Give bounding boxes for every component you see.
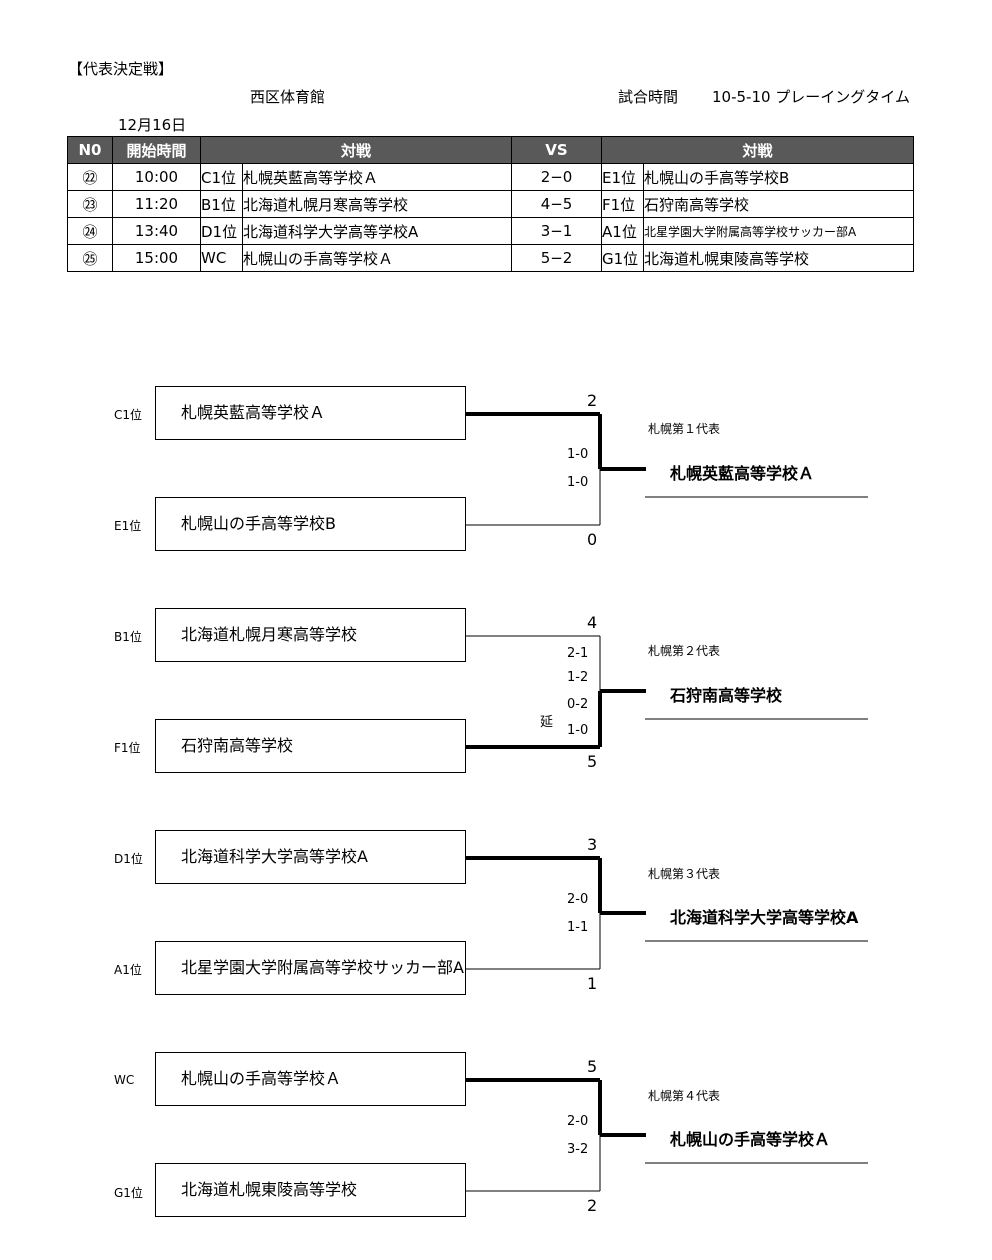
- match-number: ㉒: [67, 163, 113, 191]
- bracket-seed-top: C1位: [114, 408, 143, 422]
- period-score: 1-0: [567, 447, 589, 462]
- winner-name: 北海道科学大学高等学校A: [670, 908, 859, 927]
- schedule-header-row: N0 開始時間 対戦 VS 対戦: [67, 136, 915, 164]
- bracket-team-bottom: 北海道札幌東陵高等学校: [155, 1163, 466, 1217]
- bracket-team-top: 北海道科学大学高等学校A: [155, 830, 466, 884]
- match-score: 4−5: [511, 190, 603, 218]
- bracket-seed-bottom: G1位: [114, 1186, 143, 1200]
- winner-name: 石狩南高等学校: [670, 686, 783, 705]
- period-score: 1-0: [567, 475, 589, 490]
- match-time-label: 試合時間: [618, 88, 679, 106]
- match-date: 12月16日: [118, 116, 187, 134]
- period-score: 3-2: [567, 1142, 589, 1157]
- venue: 西区体育館: [250, 88, 326, 106]
- period-score: 2-1: [567, 646, 589, 661]
- team-2: 北海道札幌東陵高等学校: [643, 244, 915, 272]
- bracket-score-top: 5: [587, 1057, 598, 1076]
- seed-1: C1位: [200, 163, 243, 191]
- seed-2: G1位: [601, 244, 645, 272]
- bracket-seed-top: B1位: [114, 630, 142, 644]
- extra-time-label: 延: [540, 715, 554, 730]
- seed-1: WC: [200, 244, 243, 272]
- bracket-score-bottom: 0: [587, 530, 598, 549]
- team-1: 北海道科学大学高等学校A: [241, 217, 513, 245]
- section-title: 【代表決定戦】: [68, 60, 174, 78]
- period-score: 2-0: [567, 1114, 589, 1129]
- bracket-seed-top: WC: [114, 1073, 135, 1087]
- bracket-team-bottom: 石狩南高等学校: [155, 719, 466, 773]
- match-time-value: 10-5-10 プレーイングタイム: [712, 88, 911, 106]
- representative-label: 札幌第２代表: [648, 644, 721, 658]
- bracket-score-bottom: 2: [587, 1196, 598, 1215]
- team-2: 札幌山の手高等学校B: [643, 163, 915, 191]
- col-header-match-2: 対戦: [601, 136, 915, 164]
- table-row: ㉕ 15:00 WC 札幌山の手高等学校Ａ 5−2 G1位 北海道札幌東陵高等学…: [67, 244, 915, 272]
- bracket-score-bottom: 1: [587, 974, 598, 993]
- bracket-team-bottom: 北星学園大学附属高等学校サッカー部A: [155, 941, 466, 995]
- table-row: ㉓ 11:20 B1位 北海道札幌月寒高等学校 4−5 F1位 石狩南高等学校: [67, 190, 915, 218]
- period-score: 0-2: [567, 697, 589, 712]
- team-1: 北海道札幌月寒高等学校: [241, 190, 513, 218]
- col-header-start-time: 開始時間: [112, 136, 201, 164]
- bracket-score-bottom: 5: [587, 752, 598, 771]
- match-score: 2−0: [511, 163, 603, 191]
- bracket-team-bottom: 札幌山の手高等学校B: [155, 497, 466, 551]
- start-time: 15:00: [112, 244, 201, 272]
- period-score: 1-0: [567, 723, 589, 738]
- bracket-team-top: 札幌山の手高等学校Ａ: [155, 1052, 466, 1106]
- bracket-score-top: 2: [587, 391, 598, 410]
- representative-label: 札幌第４代表: [648, 1089, 721, 1103]
- bracket-seed-top: D1位: [114, 852, 143, 866]
- winner-name: 札幌山の手高等学校Ａ: [670, 1130, 831, 1149]
- schedule-table: N0 開始時間 対戦 VS 対戦 ㉒ 10:00 C1位 札幌英藍高等学校Ａ 2…: [67, 136, 915, 272]
- team-2: 石狩南高等学校: [643, 190, 915, 218]
- representative-label: 札幌第３代表: [648, 867, 721, 881]
- table-row: ㉔ 13:40 D1位 北海道科学大学高等学校A 3−1 A1位 北星学園大学附…: [67, 217, 915, 245]
- start-time: 11:20: [112, 190, 201, 218]
- bracket-seed-bottom: E1位: [114, 519, 142, 533]
- start-time: 13:40: [112, 217, 201, 245]
- bracket-score-top: 4: [587, 613, 598, 632]
- seed-2: F1位: [601, 190, 645, 218]
- col-header-no: N0: [67, 136, 113, 164]
- bracket-team-top: 北海道札幌月寒高等学校: [155, 608, 466, 662]
- seed-1: D1位: [200, 217, 243, 245]
- period-score: 1-2: [567, 670, 589, 685]
- representative-label: 札幌第１代表: [648, 422, 721, 436]
- bracket-score-top: 3: [587, 835, 598, 854]
- period-score: 2-0: [567, 892, 589, 907]
- winner-name: 札幌英藍高等学校Ａ: [670, 464, 815, 483]
- match-number: ㉕: [67, 244, 113, 272]
- bracket-seed-bottom: F1位: [114, 741, 141, 755]
- match-score: 5−2: [511, 244, 603, 272]
- bracket-seed-bottom: A1位: [114, 963, 142, 977]
- period-score: 1-1: [567, 920, 589, 935]
- team-1: 札幌山の手高等学校Ａ: [241, 244, 513, 272]
- bracket-team-top: 札幌英藍高等学校Ａ: [155, 386, 466, 440]
